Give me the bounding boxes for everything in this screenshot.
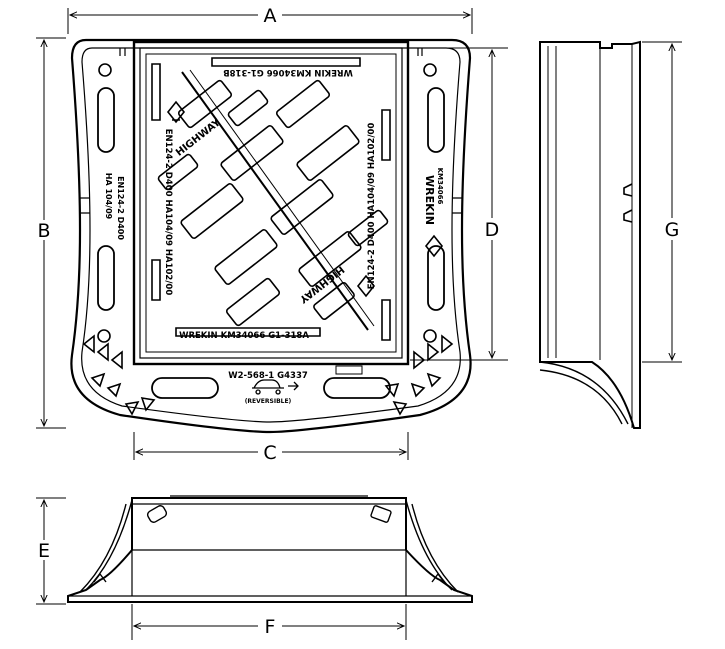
- marking-right-code: KM34066: [436, 168, 444, 205]
- marking-brand-top: HIGHWAY: [174, 117, 223, 159]
- front-right-curve: [405, 499, 459, 593]
- bottom-slot-right: [323, 377, 391, 399]
- side-body-inner: [547, 44, 633, 428]
- kitemark-left: [166, 100, 186, 124]
- cover-outer-rim: [132, 40, 410, 366]
- side-bottom-curve: [539, 361, 629, 425]
- marking-model-top: WREKIN KM34066 G1-318B: [223, 67, 353, 77]
- marking-standard-inner-left: EN124-2 D400 HA104/09 HA102/00: [163, 129, 173, 296]
- front-top-lip: [132, 495, 406, 505]
- dim-label-d: D: [485, 219, 500, 241]
- front-flange-lines: [68, 549, 472, 597]
- marking-frame-code: W2-568-1 G4337: [228, 371, 308, 381]
- bolt-hole-tr: [423, 63, 437, 77]
- dim-label-e: E: [38, 540, 50, 562]
- reversible-car-icon: [252, 379, 299, 395]
- triangle-marks: [82, 334, 454, 416]
- bolt-hole-br: [423, 329, 437, 343]
- front-feet: [93, 572, 445, 583]
- dim-label-b: B: [37, 220, 50, 242]
- dim-label-a: A: [264, 5, 277, 27]
- marking-left-frame-ha: HA 104/09: [104, 173, 113, 220]
- left-slot-bottom: [97, 245, 115, 311]
- right-slot-bottom: [427, 245, 445, 311]
- kitemark-frame: [424, 234, 444, 258]
- cover-rim-line-1: [139, 47, 403, 359]
- top-view: [70, 38, 472, 434]
- marking-right-logo: WREKIN: [423, 175, 436, 225]
- front-slot-right: [370, 505, 392, 523]
- dim-label-c: C: [263, 442, 276, 464]
- marking-left-frame-std: EN124-2 D400: [116, 176, 125, 240]
- left-slot-top: [97, 87, 115, 153]
- marking-standard-inner-right: EN124-2 D400 HA104/09 HA102/00: [367, 123, 377, 290]
- bolt-hole-tl: [98, 63, 112, 77]
- side-body: [539, 40, 641, 429]
- front-slot-left: [146, 505, 168, 523]
- dimension-lines: [36, 8, 682, 640]
- front-body: [67, 497, 473, 603]
- side-view: [539, 40, 641, 429]
- reversible-arrow-box: [335, 365, 363, 375]
- cover-markings: WREKIN KM34066 G1-318B WREKIN KM34066 G1…: [104, 67, 444, 405]
- frame-ticks: [80, 48, 462, 214]
- marking-model-bottom: WREKIN KM34066 G1-318A: [179, 331, 309, 341]
- dimension-labels: A B C D G E F: [37, 5, 679, 638]
- cover-rim-line-2: [145, 53, 397, 353]
- front-left-curve: [79, 499, 133, 593]
- cover-ribs: [151, 57, 391, 341]
- marking-reversible: (REVERSIBLE): [245, 398, 292, 405]
- outer-frame-inner-line: [81, 47, 461, 423]
- front-view: [67, 495, 473, 603]
- cover-diagonal-split: [181, 71, 369, 331]
- kitemark-right: [356, 274, 376, 298]
- side-notch: [623, 183, 633, 223]
- outer-frame-outline: [70, 38, 472, 434]
- right-slot-top: [427, 87, 445, 153]
- dim-label-f: F: [265, 616, 276, 638]
- bolt-hole-bl: [97, 329, 111, 343]
- bottom-slot-left: [151, 377, 219, 399]
- dim-label-g: G: [665, 219, 680, 241]
